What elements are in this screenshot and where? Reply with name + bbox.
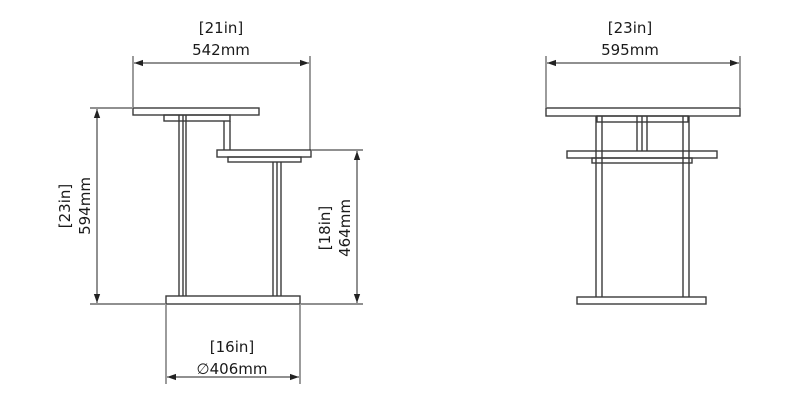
dim-overall-height-metric: 594mm — [76, 177, 94, 235]
dim-top-width-metric: 542mm — [192, 41, 250, 59]
front-upper-tabletop — [545, 107, 741, 117]
front-dim-top-width-imperial: [23in] — [608, 19, 652, 37]
base-plate — [165, 295, 301, 305]
dim-overall-height: [23in] 594mm — [56, 107, 165, 305]
front-dim-top-width: [23in] 595mm — [545, 19, 741, 107]
dim-overall-height-imperial: [23in] — [56, 184, 74, 228]
dim-lower-height: [18in] 464mm — [301, 149, 363, 305]
front-legs — [595, 116, 690, 297]
dim-top-width-imperial: [21in] — [199, 19, 243, 37]
lower-tabletop — [216, 149, 312, 158]
dim-lower-height-metric: 464mm — [336, 199, 354, 257]
front-dim-top-width-metric: 595mm — [601, 41, 659, 59]
side-view: [21in] 542mm [23in] 594mm [18in] 464mm [… — [56, 19, 363, 384]
front-lower-tabletop — [566, 150, 718, 159]
dim-base-diameter-value: 406mm — [210, 360, 268, 378]
front-view: [23in] 595mm — [545, 19, 741, 305]
upper-column — [178, 115, 187, 296]
dim-top-width: [21in] 542mm — [132, 19, 311, 150]
front-base-plate — [576, 296, 707, 305]
dim-base-diameter-imperial: [16in] — [210, 338, 254, 356]
upper-tabletop — [132, 107, 260, 116]
dim-lower-height-imperial: [18in] — [316, 206, 334, 250]
diameter-symbol: ∅ — [197, 360, 210, 378]
upper-bracket — [163, 114, 231, 122]
dim-base-diameter: [16in] ∅406mm — [165, 305, 301, 384]
dim-base-diameter-metric: ∅406mm — [197, 360, 268, 378]
lower-column — [272, 162, 282, 296]
